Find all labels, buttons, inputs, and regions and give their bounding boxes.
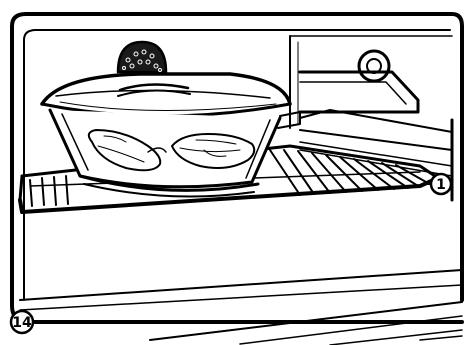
- sensor-knob-icon: [359, 51, 389, 81]
- figure-number-label: 14: [12, 315, 32, 331]
- oven-light-icon: [118, 42, 166, 72]
- rack-callout-label: 1: [436, 177, 446, 193]
